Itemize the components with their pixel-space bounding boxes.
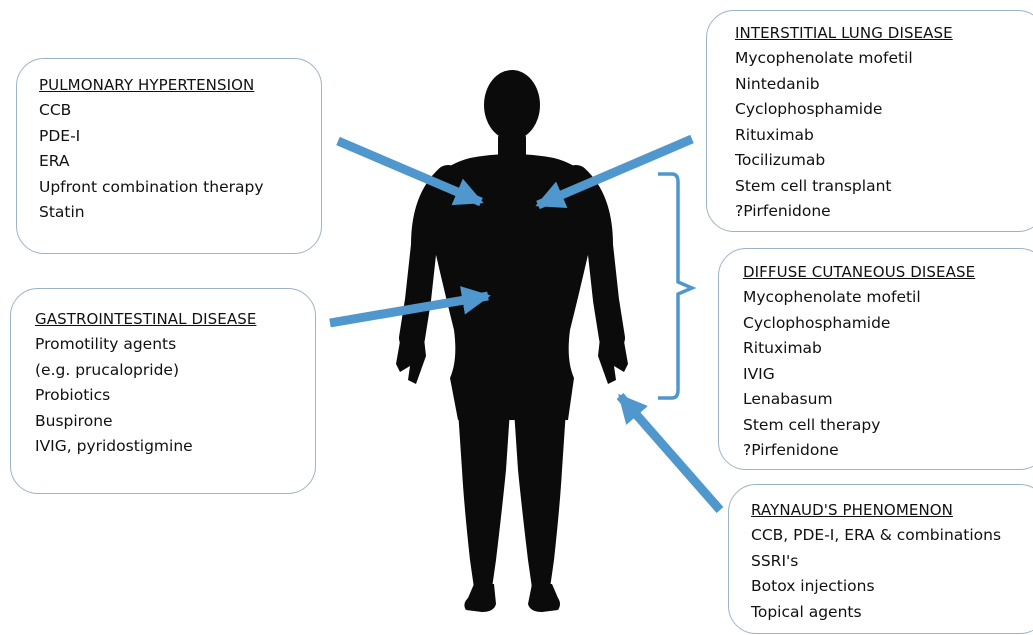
treatment-list: CCB, PDE-I, ERA & combinations SSRI's Bo… (751, 523, 1033, 625)
list-item: Upfront combination therapy (39, 175, 321, 201)
box-interstitial-lung-disease: INTERSTITIAL LUNG DISEASE Mycophenolate … (706, 10, 1033, 232)
list-item: Probiotics (35, 383, 315, 409)
list-item: Mycophenolate mofetil (735, 46, 1033, 72)
silhouette-left-leg (458, 410, 510, 588)
box-title: INTERSTITIAL LUNG DISEASE (735, 23, 1033, 43)
list-item: IVIG (743, 362, 1033, 388)
silhouette-left-hand (396, 330, 426, 384)
box-diffuse-cutaneous-disease: DIFFUSE CUTANEOUS DISEASE Mycophenolate … (718, 248, 1033, 470)
list-item: Cyclophosphamide (743, 311, 1033, 337)
box-title: RAYNAUD'S PHENOMENON (751, 500, 1033, 520)
treatment-list: Mycophenolate mofetil Nintedanib Cycloph… (735, 46, 1033, 225)
list-item: Tocilizumab (735, 148, 1033, 174)
box-title: GASTROINTESTINAL DISEASE (35, 309, 315, 329)
list-item: Buspirone (35, 409, 315, 435)
list-item: Mycophenolate mofetil (743, 285, 1033, 311)
silhouette-right-leg (514, 410, 566, 588)
list-item: Lenabasum (743, 387, 1033, 413)
list-item: ERA (39, 149, 321, 175)
silhouette-left-arm (412, 178, 448, 338)
list-item: Rituximab (743, 336, 1033, 362)
arrows (330, 139, 720, 510)
human-silhouette (396, 70, 628, 612)
list-item: ?Pirfenidone (743, 438, 1033, 464)
list-item: CCB (39, 98, 321, 124)
silhouette-head (484, 70, 540, 140)
list-item: Statin (39, 200, 321, 226)
silhouette-right-arm (576, 178, 612, 338)
box-title: PULMONARY HYPERTENSION (39, 75, 321, 95)
list-item: (e.g. prucalopride) (35, 358, 315, 384)
treatment-list: CCB PDE-I ERA Upfront combination therap… (39, 98, 321, 226)
box-gastrointestinal-disease: GASTROINTESTINAL DISEASE Promotility age… (10, 288, 316, 494)
list-item: Stem cell therapy (743, 413, 1033, 439)
silhouette-left-foot (464, 584, 496, 612)
list-item: CCB, PDE-I, ERA & combinations (751, 523, 1033, 549)
list-item: Topical agents (751, 600, 1033, 626)
list-item: Promotility agents (35, 332, 315, 358)
arrow-pulmonary-hypertension (338, 141, 481, 202)
arrow-gastrointestinal-disease (330, 296, 488, 323)
bracket-ild-dcd (658, 174, 692, 398)
box-title: DIFFUSE CUTANEOUS DISEASE (743, 262, 1033, 282)
arrow-interstitial-lung-disease (538, 139, 692, 205)
list-item: Cyclophosphamide (735, 97, 1033, 123)
list-item: Stem cell transplant (735, 174, 1033, 200)
list-item: Botox injections (751, 574, 1033, 600)
treatment-list: Mycophenolate mofetil Cyclophosphamide R… (743, 285, 1033, 464)
silhouette-neck (498, 132, 526, 162)
treatment-list: Promotility agents (e.g. prucalopride) P… (35, 332, 315, 460)
box-pulmonary-hypertension: PULMONARY HYPERTENSION CCB PDE-I ERA Upf… (16, 58, 322, 254)
silhouette-right-foot (528, 584, 560, 612)
silhouette-torso (426, 154, 598, 420)
list-item: PDE-I (39, 124, 321, 150)
silhouette-right-hand (598, 330, 628, 384)
list-item: Nintedanib (735, 72, 1033, 98)
list-item: ?Pirfenidone (735, 199, 1033, 225)
arrow-raynauds-phenomenon (620, 396, 720, 510)
list-item: Rituximab (735, 123, 1033, 149)
box-raynauds-phenomenon: RAYNAUD'S PHENOMENON CCB, PDE-I, ERA & c… (728, 484, 1033, 634)
list-item: IVIG, pyridostigmine (35, 434, 315, 460)
list-item: SSRI's (751, 549, 1033, 575)
